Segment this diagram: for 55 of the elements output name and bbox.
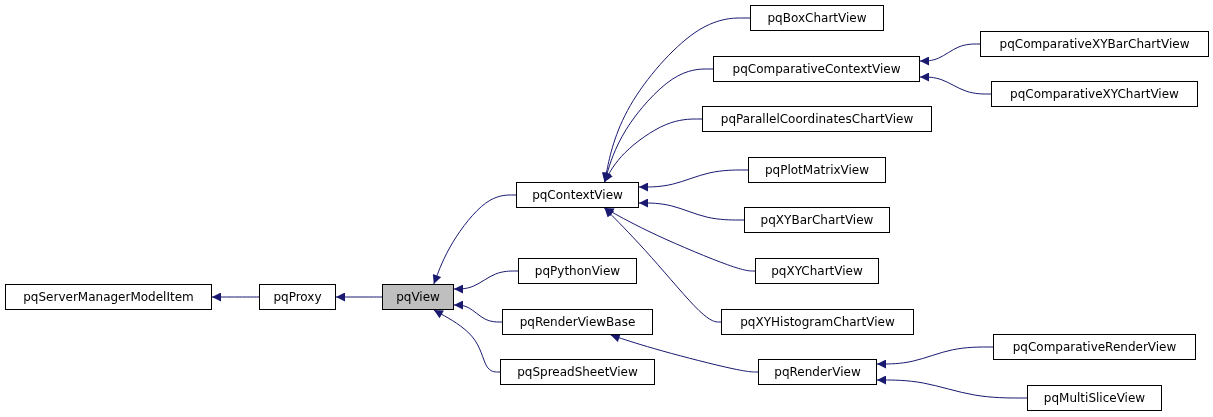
inheritance-arrow xyxy=(432,194,517,285)
inheritance-arrow xyxy=(604,207,756,272)
inheritance-arrow xyxy=(638,169,749,192)
inheritance-arrow xyxy=(433,309,501,373)
class-box xyxy=(259,284,336,310)
class-box xyxy=(516,182,639,208)
class-box xyxy=(750,5,884,31)
class-name: pqComparativeRenderView xyxy=(1012,340,1177,354)
class-name: pqComparativeContextView xyxy=(732,62,901,76)
class-name: pqServerManagerModelItem xyxy=(23,290,194,304)
inheritance-arrow xyxy=(211,292,260,302)
class-box xyxy=(758,359,877,385)
class-name: pqSpreadSheetView xyxy=(517,365,638,379)
class-name: pqPythonView xyxy=(534,264,621,278)
class-name: pqXYHistogramChartView xyxy=(740,315,895,329)
class-box xyxy=(980,31,1209,57)
class-name: pqPlotMatrixView xyxy=(764,163,870,177)
class-name: pqXYChartView xyxy=(771,264,863,278)
inheritance-arrow xyxy=(602,68,714,183)
class-box xyxy=(748,157,886,183)
class-box xyxy=(518,258,637,284)
highlighted-class-box xyxy=(382,284,454,310)
inheritance-arrow xyxy=(453,270,519,294)
class-name: pqParallelCoordinatesChartView xyxy=(720,112,914,126)
inheritance-arrow xyxy=(638,198,745,221)
class-box xyxy=(713,56,920,82)
class-name: pqXYBarChartView xyxy=(760,213,874,227)
class-name: pqView xyxy=(396,290,440,304)
class-box xyxy=(5,284,212,310)
class-box xyxy=(991,81,1198,107)
class-name: pqComparativeXYBarChartView xyxy=(999,37,1190,51)
inheritance-arrow xyxy=(604,118,703,183)
class-name: pqProxy xyxy=(273,290,322,304)
class-box xyxy=(721,309,914,335)
class-box xyxy=(993,334,1196,360)
inheritance-arrow xyxy=(604,207,722,323)
class-name: pqBoxChartView xyxy=(767,11,867,25)
class-name: pqContextView xyxy=(532,188,623,202)
inheritance-arrow xyxy=(919,43,981,66)
class-name: pqMultiSliceView xyxy=(1043,391,1146,405)
inheritance-arrow xyxy=(335,292,383,302)
class-box xyxy=(744,207,890,233)
class-box xyxy=(1027,385,1162,411)
inheritance-arrow xyxy=(876,346,994,369)
class-name: pqRenderViewBase xyxy=(519,315,636,329)
class-name: pqRenderView xyxy=(774,365,861,379)
inheritance-arrow xyxy=(453,300,503,323)
class-box xyxy=(702,106,932,132)
class-box xyxy=(502,309,653,335)
inheritance-arrow xyxy=(610,333,759,373)
class-box xyxy=(500,359,655,385)
inheritance-arrow xyxy=(876,375,1028,399)
class-name: pqComparativeXYChartView xyxy=(1010,87,1179,101)
inheritance-arrow xyxy=(919,72,992,95)
class-box xyxy=(755,258,879,284)
